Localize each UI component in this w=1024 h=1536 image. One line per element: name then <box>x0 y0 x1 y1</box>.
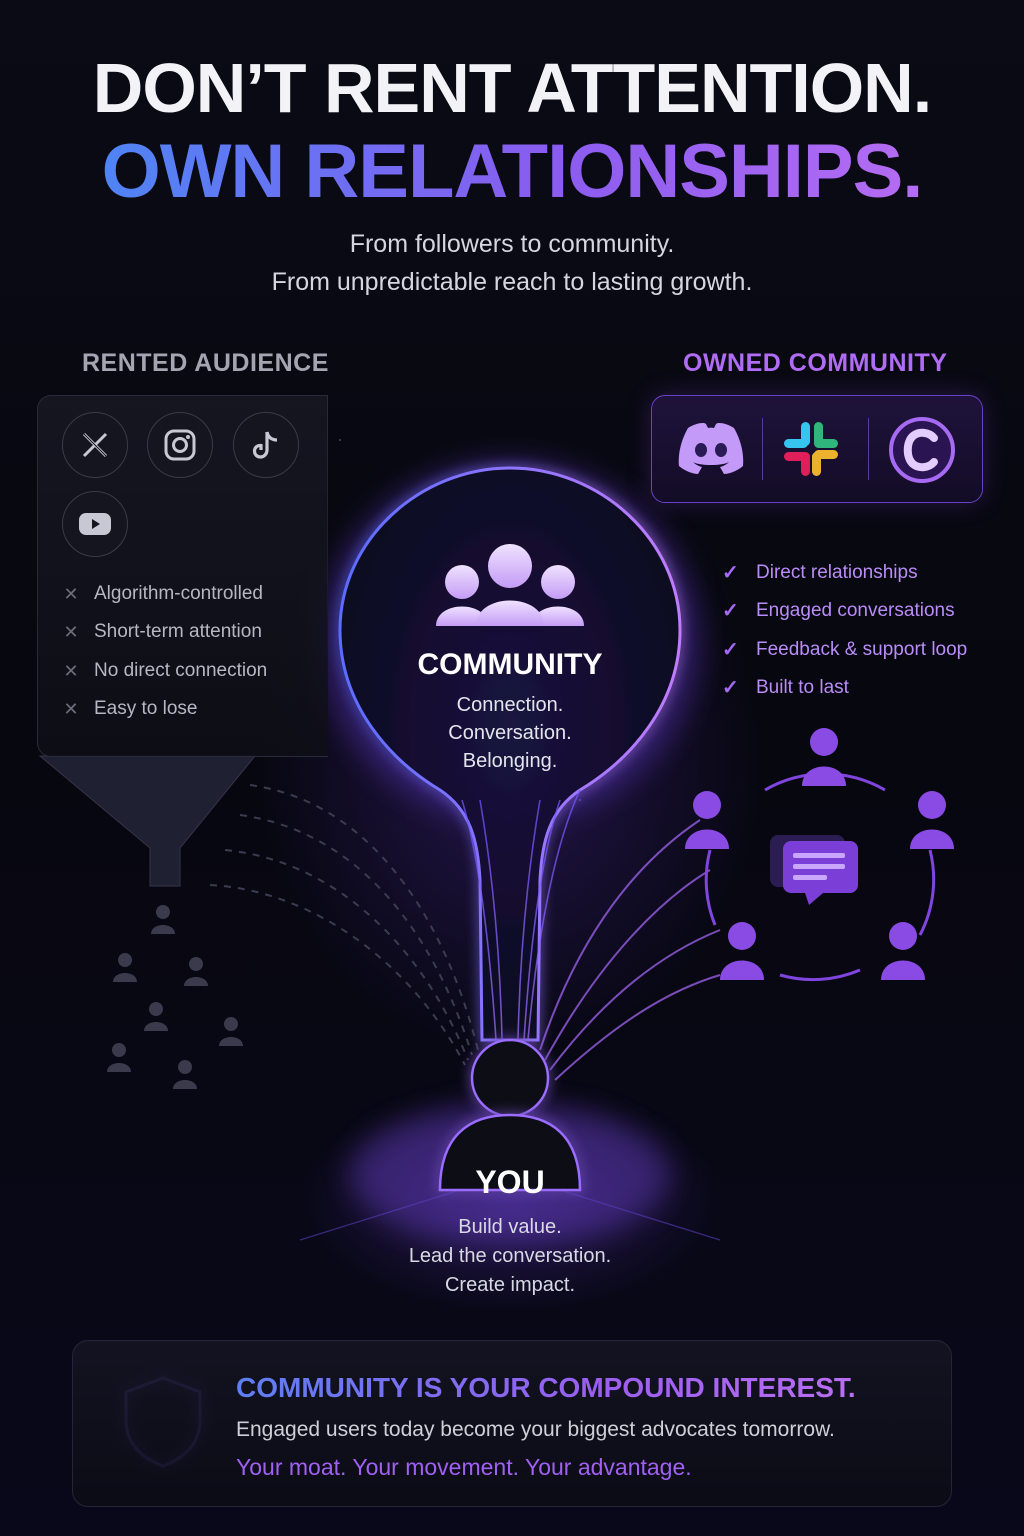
check-icon: ✓ <box>722 562 739 584</box>
headline-line1: DON’T RENT ATTENTION. <box>92 49 932 127</box>
footer-body: Engaged users today become your biggest … <box>236 1418 835 1441</box>
check-icon: ✓ <box>722 677 739 699</box>
subtitle-line2: From unpredictable reach to lasting grow… <box>271 268 753 296</box>
footer-tagline: Your moat. Your movement. Your advantage… <box>236 1454 692 1480</box>
rented-item: ✕Easy to lose <box>63 698 198 719</box>
you-line: Lead the conversation. <box>408 1245 612 1267</box>
x-mark-icon: ✕ <box>63 660 79 681</box>
you-line: Create impact. <box>444 1274 576 1296</box>
subtitle-line1: From followers to community. <box>349 230 675 258</box>
check-icon: ✓ <box>722 639 739 661</box>
x-mark-icon: ✕ <box>63 698 79 719</box>
you-silhouette <box>438 1038 582 1192</box>
community-line: Connection. <box>456 694 564 716</box>
slack-icon <box>780 418 842 484</box>
discord-icon <box>676 420 746 480</box>
community-line: Conversation. <box>448 722 572 744</box>
x-mark-icon: ✕ <box>63 583 79 604</box>
you-line: Build value. <box>458 1216 562 1238</box>
owned-item: ✓Feedback & support loop <box>722 638 968 662</box>
headline-line2: OWN RELATIONSHIPS. <box>101 129 924 214</box>
owned-item: ✓Built to last <box>722 676 849 700</box>
rented-audience-label: RENTED AUDIENCE <box>82 349 329 377</box>
instagram-icon <box>147 412 213 478</box>
owned-item: ✓Direct relationships <box>722 561 918 585</box>
rented-item: ✕Algorithm-controlled <box>63 583 263 604</box>
youtube-icon <box>62 491 128 557</box>
footer-title: COMMUNITY IS YOUR COMPOUND INTEREST. <box>236 1372 856 1403</box>
rented-item: ✕Short-term attention <box>63 621 262 642</box>
x-mark-icon: ✕ <box>63 621 79 642</box>
community-people-icon <box>436 544 584 626</box>
rented-item: ✕No direct connection <box>63 660 268 681</box>
tiktok-icon <box>233 412 299 478</box>
c-logo-icon <box>888 416 956 488</box>
check-icon: ✓ <box>722 600 739 622</box>
x-icon <box>62 412 128 478</box>
owned-item: ✓Engaged conversations <box>722 599 955 623</box>
footer-card <box>72 1340 952 1507</box>
community-line: Belonging. <box>462 750 558 772</box>
you-title: YOU <box>475 1164 545 1200</box>
community-title: COMMUNITY <box>417 648 603 681</box>
owned-community-label: OWNED COMMUNITY <box>683 349 948 377</box>
